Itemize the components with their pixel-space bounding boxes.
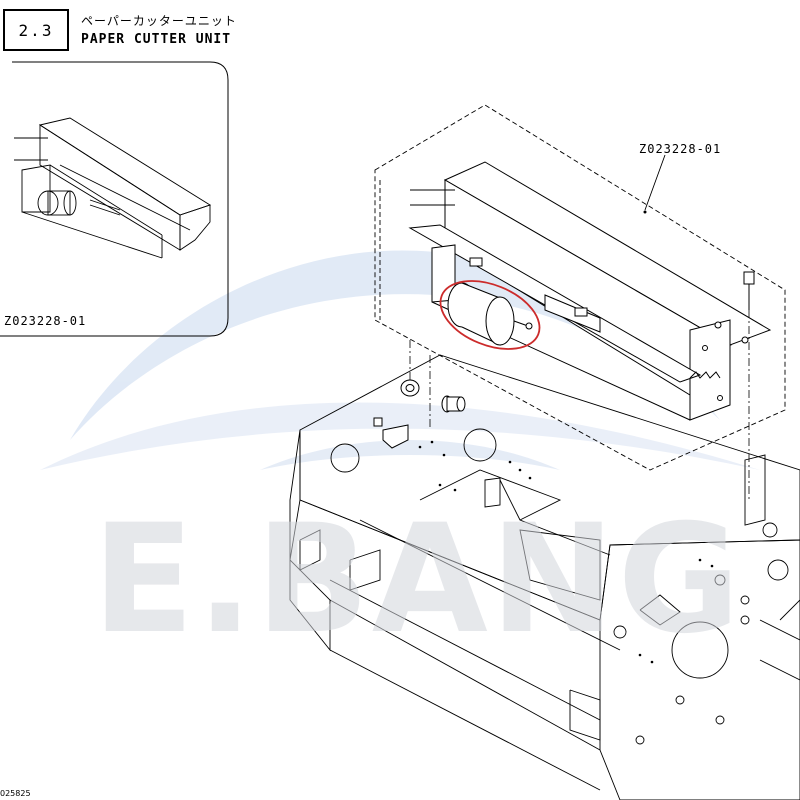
inset-view xyxy=(0,61,229,337)
loose-parts xyxy=(373,379,466,449)
spring-and-screw xyxy=(689,271,755,379)
section-title-japanese: ペーパーカッターユニット xyxy=(81,14,237,28)
section-title-english: PAPER CUTTER UNIT xyxy=(81,32,232,47)
section-number: 2.3 xyxy=(3,9,69,51)
dashed-assembly-outline xyxy=(374,104,786,471)
part-number-callout-main: Z023228-01 xyxy=(639,142,722,156)
motor-highlight-ring xyxy=(439,280,541,350)
main-callout-leader xyxy=(644,154,666,211)
part-number-callout-inset: Z023228-01 xyxy=(4,314,87,328)
main-callout-dot xyxy=(643,210,647,214)
alignment-lines xyxy=(409,310,750,500)
cutter-motor xyxy=(447,282,533,346)
inset-cutter-unit xyxy=(14,117,212,259)
frame-holes xyxy=(418,440,714,664)
document-code: 025825 xyxy=(0,789,31,798)
printer-frame xyxy=(289,354,800,800)
watermark-text: E.BANG xyxy=(92,493,743,667)
